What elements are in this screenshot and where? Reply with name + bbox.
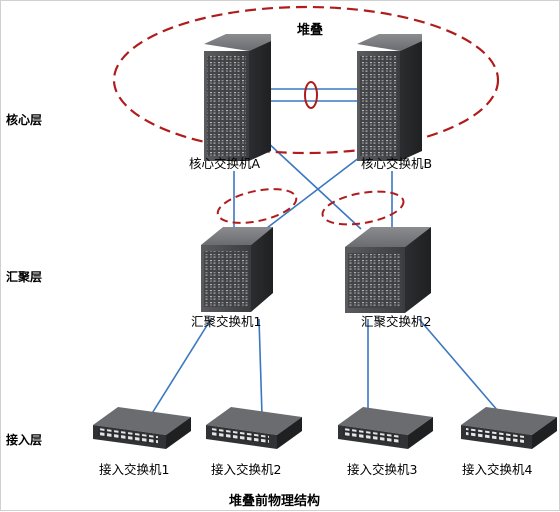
- access-switch-2-label: 接入交换机2: [211, 462, 282, 477]
- core-switch-b-label: 核心交换机B: [361, 156, 433, 171]
- stack-ellipse: [112, 5, 500, 155]
- agg-switch-2-icon: [345, 227, 431, 313]
- link-aggregation-ellipse-agg-2: [321, 190, 405, 226]
- core-switch-b-icon: [357, 34, 422, 161]
- link-core-a-agg-2: [265, 140, 362, 230]
- layer-access-label: 接入层: [6, 433, 43, 447]
- access-switch-1-label: 接入交换机1: [99, 462, 170, 477]
- layer-core-label: 核心层: [6, 113, 43, 127]
- access-switch-3-label: 接入交换机3: [347, 462, 418, 477]
- agg-switch-2-label: 汇聚交换机2: [361, 314, 432, 329]
- core-switch-a-label: 核心交换机A: [189, 156, 261, 171]
- access-switch-2-icon: [206, 407, 302, 449]
- link-agg-1-access-1: [150, 318, 212, 416]
- agg-switch-1-icon: [201, 227, 273, 312]
- access-switch-4-label: 接入交换机4: [462, 462, 533, 477]
- agg-switch-1-label: 汇聚交换机1: [191, 314, 262, 329]
- link-aggregation-ellipse-core: [304, 81, 318, 109]
- stack-label: 堆叠: [297, 23, 324, 38]
- link-agg-2-access-4: [418, 318, 499, 412]
- access-switch-1-icon: [93, 407, 191, 449]
- link-agg-1-access-2: [258, 318, 263, 416]
- access-switch-3-icon: [338, 407, 433, 449]
- diagram-caption: 堆叠前物理结构: [229, 494, 321, 509]
- layer-aggregation-label: 汇聚层: [6, 270, 43, 284]
- access-switch-4-icon: [461, 407, 557, 449]
- link-aggregation-ellipse-agg-1: [216, 188, 298, 224]
- core-switch-a-icon: [204, 34, 271, 161]
